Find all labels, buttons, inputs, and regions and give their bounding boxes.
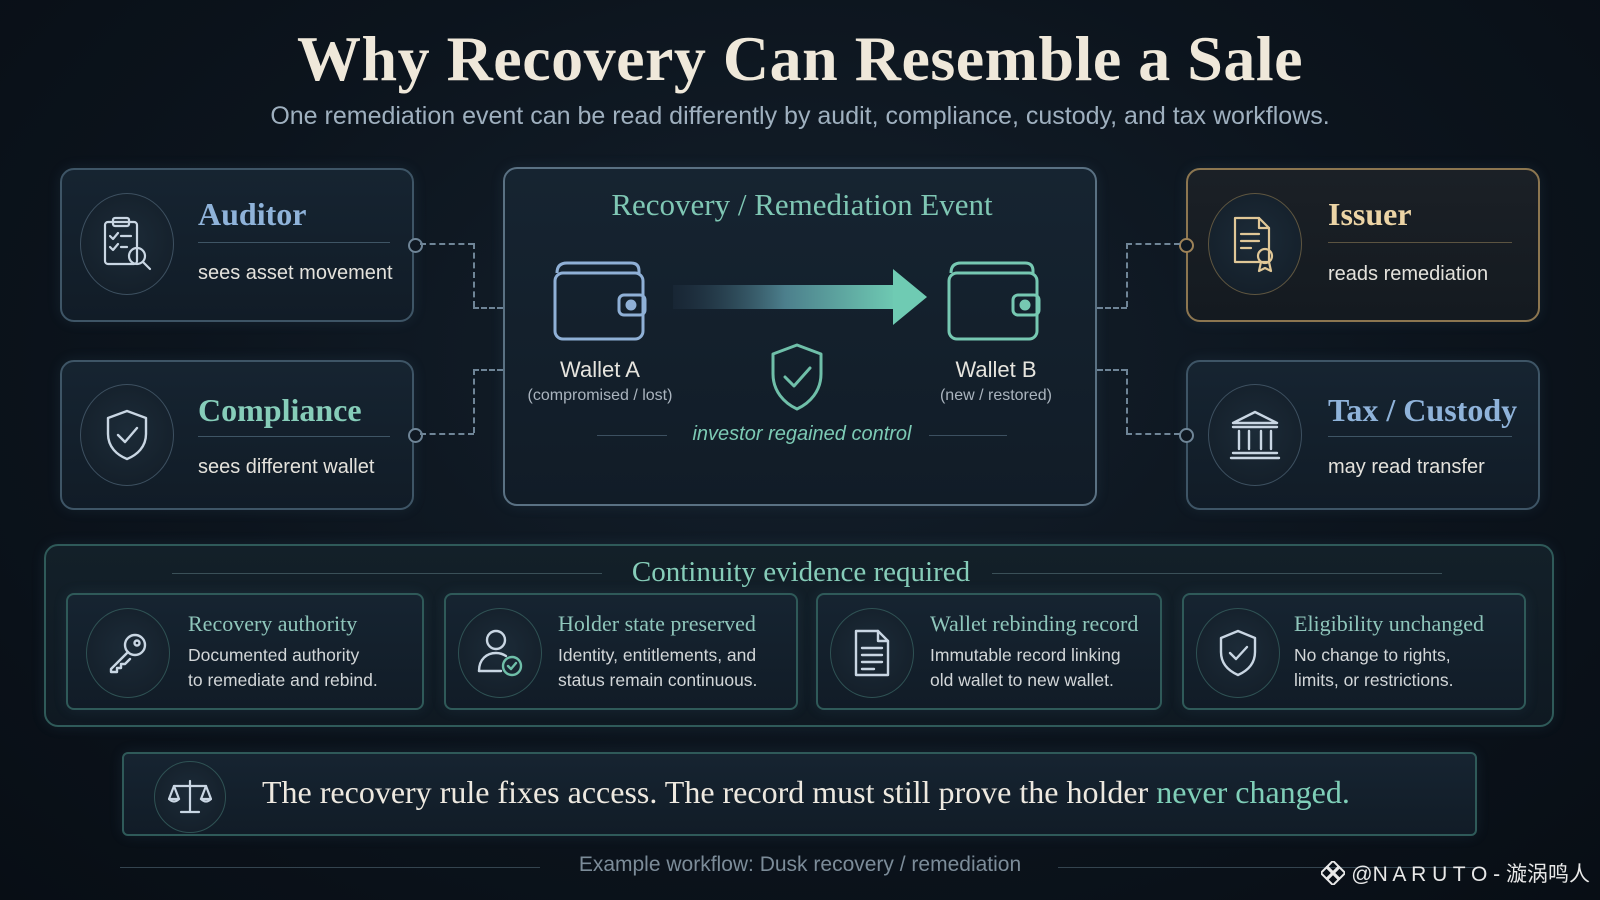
event-title: Recovery / Remediation Event [611,187,993,222]
divider [1328,242,1512,243]
conclusion-bar: The recovery rule fixes access. The reco… [122,752,1477,836]
scales-icon [154,761,226,833]
shield-check-icon [767,341,827,418]
continuity-heading: Continuity evidence required [631,556,971,588]
document-icon [830,608,914,698]
continuity-item-title: Recovery authority [188,611,358,636]
divider [198,242,390,243]
continuity-item-holder-state: Holder state preserved Identity, entitle… [444,593,798,710]
wallet-b-icon [945,257,1041,348]
bank-building-icon [1208,384,1302,486]
shield-check-icon [1196,608,1280,698]
issuer-title: Issuer [1328,196,1412,232]
continuity-item-eligibility: Eligibility unchanged No change to right… [1182,593,1526,710]
auditor-title: Auditor [198,196,307,232]
divider [992,573,1442,574]
shield-check-icon [80,384,174,486]
compliance-title: Compliance [198,392,362,428]
divider [120,867,540,868]
footer-caption: Example workflow: Dusk recovery / remedi… [578,853,1022,876]
compliance-card: Compliance sees different wallet [60,360,414,510]
transfer-arrow [673,265,937,334]
conclusion-text: The recovery rule fixes access. The reco… [262,774,1350,810]
auditor-card: Auditor sees asset movement [60,168,414,322]
issuer-desc: reads remediation [1328,263,1489,285]
wallet-a-icon [551,257,647,348]
wallet-b-label: Wallet B [955,357,1037,382]
tax-custody-desc: may read transfer [1328,456,1485,478]
divider [1058,867,1478,868]
page-subtitle: One remediation event can be read differ… [270,102,1330,130]
remediation-event-card: Recovery / Remediation Event Wallet A (c… [503,167,1097,506]
continuity-item-desc: No change to rights,limits, or restricti… [1294,645,1454,690]
certificate-document-icon [1208,193,1302,295]
page-title: Why Recovery Can Resemble a Sale [296,23,1304,94]
continuity-item-title: Eligibility unchanged [1294,611,1485,636]
wallet-a-label: Wallet A [560,357,640,382]
compliance-desc: sees different wallet [198,456,375,478]
divider [1328,436,1512,437]
watermark: @N A R U T O - 漩涡鸣人 [1321,858,1590,888]
wallet-a-sub: (compromised / lost) [527,387,673,404]
issuer-card: Issuer reads remediation [1186,168,1540,322]
tax-custody-title: Tax / Custody [1328,392,1518,428]
conclusion-highlight: never changed. [1156,774,1350,810]
divider [172,573,602,574]
tax-custody-card: Tax / Custody may read transfer [1186,360,1540,510]
wallet-b-sub: (new / restored) [939,387,1053,404]
divider [597,435,667,436]
user-check-icon [458,608,542,698]
continuity-item-title: Wallet rebinding record [930,611,1139,636]
divider [929,435,1007,436]
event-caption: investor regained control [692,423,912,445]
auditor-desc: sees asset movement [198,262,393,284]
divider [198,436,390,437]
clipboard-search-icon [80,193,174,295]
continuity-item-wallet-rebinding: Wallet rebinding record Immutable record… [816,593,1162,710]
diamond-logo-icon [1321,861,1346,885]
continuity-item-title: Holder state preserved [558,611,756,636]
key-icon [86,608,170,698]
